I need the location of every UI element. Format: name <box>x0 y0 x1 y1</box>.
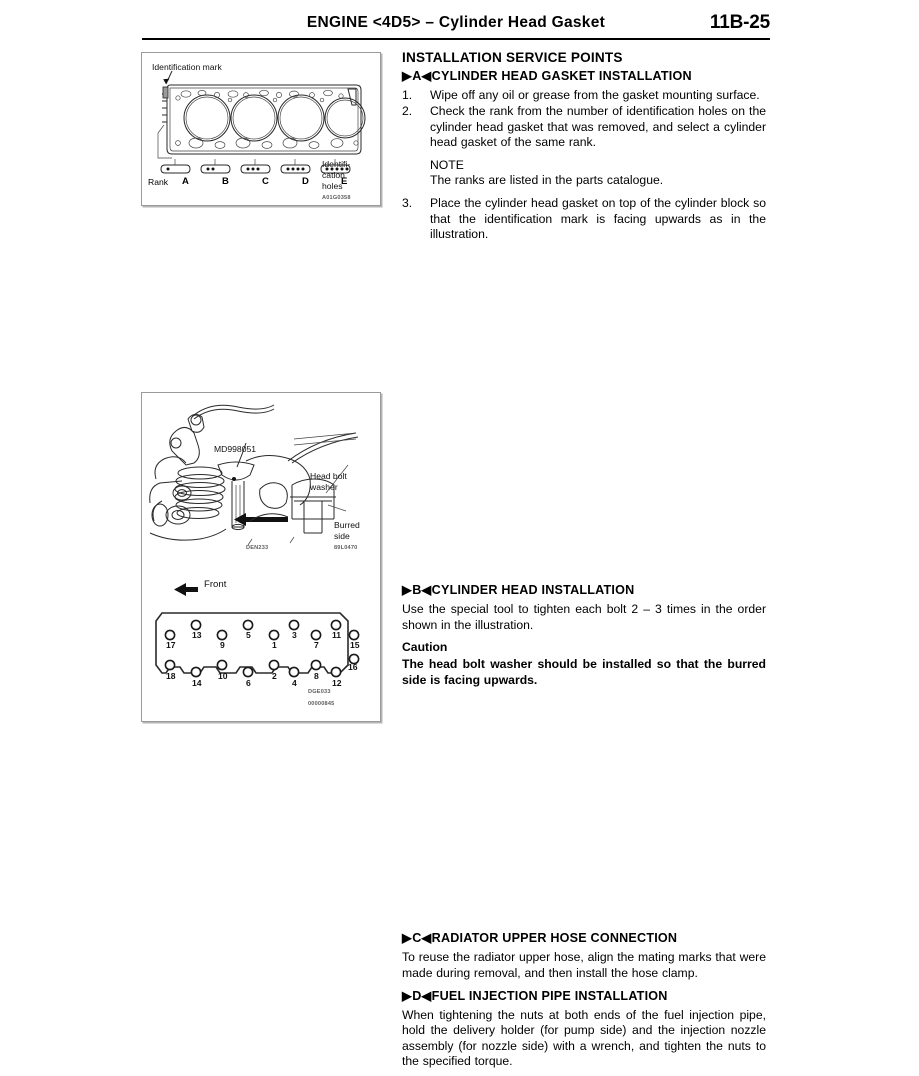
marker-right-icon: ◀ <box>421 583 431 598</box>
marker-left-icon: ▶ <box>402 583 412 598</box>
bolt-number-6: 6 <box>246 678 251 688</box>
front-direction-label: Front <box>204 579 227 590</box>
bolt-number-18: 18 <box>166 671 176 681</box>
bolt-number-11: 11 <box>332 630 342 640</box>
rank-d-label: D <box>302 176 309 187</box>
step-number: 3. <box>402 196 413 211</box>
rank-c-label: C <box>262 176 269 187</box>
section-a-note: NOTE The ranks are listed in the parts c… <box>402 158 766 190</box>
list-item: 2. Check the rank from the number of iden… <box>402 104 766 150</box>
step-text: Place the cylinder head gasket on top of… <box>430 196 766 241</box>
burred-side-label-line1: Burred <box>334 520 360 530</box>
installation-service-points-title: INSTALLATION SERVICE POINTS <box>402 50 623 65</box>
section-a-heading-text: CYLINDER HEAD GASKET INSTALLATION <box>431 69 692 83</box>
bolt-number-17: 17 <box>166 640 176 650</box>
figure-code-washer: 89L0470 <box>334 545 358 551</box>
bolt-number-5: 5 <box>246 630 251 640</box>
section-d-body: When tightening the nuts at both ends of… <box>402 1007 766 1069</box>
step-number: 2. <box>402 104 413 119</box>
identification-mark-label: Identification mark <box>152 62 222 72</box>
marker-left-icon: ▶ <box>402 69 412 83</box>
section-c-letter: C <box>412 931 422 946</box>
figure-code-tool: DEN233 <box>246 545 269 551</box>
section-b-heading: ▶B◀CYLINDER HEAD INSTALLATION <box>402 582 766 597</box>
bolt-number-4: 4 <box>292 678 297 688</box>
marker-left-icon: ▶ <box>402 931 412 946</box>
section-b-body: Use the special tool to tighten each bol… <box>402 602 766 632</box>
section-b-heading-text: CYLINDER HEAD INSTALLATION <box>431 583 635 598</box>
head-bolt-washer-label-line2: washer <box>310 482 338 492</box>
section-d-block: ▶D◀FUEL INJECTION PIPE INSTALLATION When… <box>402 988 766 1070</box>
section-a-steps-continued: 3. Place the cylinder head gasket on top … <box>402 196 766 242</box>
page-number: 11B-25 <box>709 12 770 33</box>
rank-e-label: E <box>341 176 348 187</box>
step-text: Wipe off any oil or grease from the gask… <box>430 88 760 102</box>
list-item: 1. Wipe off any oil or grease from the ga… <box>402 88 766 103</box>
installation-service-points-column: INSTALLATION SERVICE POINTS ▶A◀CYLINDER … <box>402 50 766 1076</box>
note-text: The ranks are listed in the parts catalo… <box>430 173 664 188</box>
bolt-number-1: 1 <box>272 640 277 650</box>
section-b-letter: B <box>412 583 422 598</box>
marker-left-icon: ▶ <box>402 988 412 1003</box>
gasket-drawing <box>157 70 366 174</box>
rank-label: Rank <box>148 177 169 187</box>
special-tool-label: MD998051 <box>214 444 257 454</box>
rank-b-label: B <box>222 176 229 187</box>
head-bolt-washer-label-line1: Head bolt <box>310 471 347 481</box>
bolt-number-10: 10 <box>218 671 228 681</box>
section-d-heading-text: FUEL INJECTION PIPE INSTALLATION <box>431 988 668 1003</box>
section-b-caution-text: The head bolt washer should be installed… <box>402 657 766 687</box>
section-d-heading: ▶D◀FUEL INJECTION PIPE INSTALLATION <box>402 988 766 1003</box>
bolt-number-7: 7 <box>314 640 319 650</box>
marker-right-icon: ◀ <box>421 69 431 83</box>
marker-right-icon: ◀ <box>421 931 431 946</box>
section-a-steps: 1. Wipe off any oil or grease from the ga… <box>402 88 766 151</box>
section-b-caution-title: Caution <box>402 640 448 655</box>
section-c-heading: ▶C◀RADIATOR UPPER HOSE CONNECTION <box>402 930 766 945</box>
figure-code-bolt-order-2: 00000845 <box>308 701 335 707</box>
section-c-block: ▶C◀RADIATOR UPPER HOSE CONNECTION To reu… <box>402 930 766 981</box>
step-number: 1. <box>402 88 413 102</box>
page-title: ENGINE <4D5> – Cylinder Head Gasket <box>306 14 606 31</box>
bolt-number-12: 12 <box>332 678 342 688</box>
burred-side-label-line2: side <box>334 531 350 541</box>
step-text: Check the rank from the number of identi… <box>430 104 766 150</box>
figure-cylinder-head-installation: MD998051 Head bolt washer Burred side DE… <box>141 392 381 722</box>
note-label: NOTE <box>430 157 464 172</box>
bolt-tightening-order-drawing <box>155 583 360 678</box>
rank-a-label: A <box>182 176 189 187</box>
bolt-number-14: 14 <box>192 678 202 688</box>
identification-holes-label-line2: cation <box>322 170 345 180</box>
page-header: ENGINE <4D5> – Cylinder Head Gasket 11B-… <box>142 12 770 40</box>
special-tool-drawing <box>149 404 359 546</box>
bolt-number-16: 16 <box>348 662 358 672</box>
identification-holes-label-line1: Identifi- <box>322 159 351 169</box>
figure-code-gasket: A01G0358 <box>322 195 351 201</box>
section-b-block: ▶B◀CYLINDER HEAD INSTALLATION Use the sp… <box>402 582 766 688</box>
section-c-body: To reuse the radiator upper hose, align … <box>402 950 766 980</box>
marker-right-icon: ◀ <box>421 988 431 1003</box>
list-item: 3. Place the cylinder head gasket on top … <box>402 196 766 242</box>
section-a-letter: A <box>412 69 422 83</box>
bolt-number-3: 3 <box>292 630 297 640</box>
section-d-letter: D <box>412 988 422 1003</box>
bolt-number-9: 9 <box>220 640 225 650</box>
figure-cylinder-head-gasket: Identification mark Rank A B C D E Ident… <box>141 52 381 206</box>
bolt-number-15: 15 <box>350 640 360 650</box>
bolt-number-13: 13 <box>192 630 202 640</box>
section-a-heading: ▶A◀CYLINDER HEAD GASKET INSTALLATION <box>402 68 766 83</box>
section-c-heading-text: RADIATOR UPPER HOSE CONNECTION <box>431 931 678 946</box>
bolt-number-8: 8 <box>314 671 319 681</box>
identification-holes-label-line3: holes <box>322 181 343 191</box>
bolt-number-2: 2 <box>272 671 277 681</box>
header-divider <box>142 38 770 40</box>
figure-code-bolt-order: DGE033 <box>308 689 331 695</box>
